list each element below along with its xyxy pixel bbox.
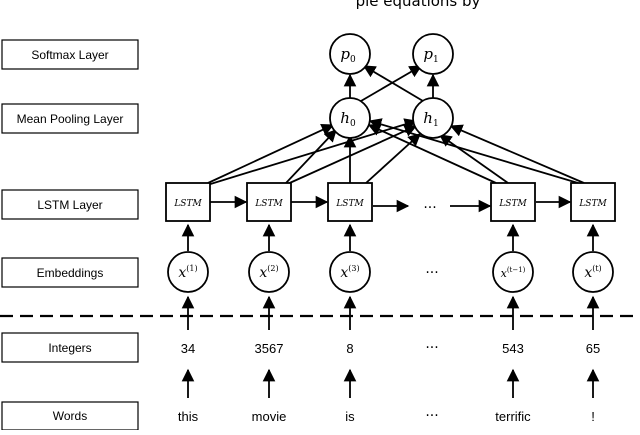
word-token: movie — [252, 409, 287, 424]
embedding-node-sup: (3) — [348, 264, 359, 273]
pooling-node-h1: h1 — [412, 97, 454, 139]
pooling-node-sub: 0 — [350, 119, 356, 129]
layer-label-integers: Integers — [48, 341, 91, 355]
softmax-node-sub: 0 — [350, 55, 356, 65]
lstm-cell-label: LSTM — [173, 199, 202, 209]
softmax-node-base: p — [423, 45, 433, 63]
svg-text:p0: p0 — [340, 45, 356, 65]
integer-ellipsis: ··· — [425, 340, 438, 356]
word-ellipsis: ··· — [425, 408, 438, 424]
embedding-node-5: x(t) — [572, 251, 614, 293]
pooling-nodes: h0 h1 — [329, 97, 454, 139]
layer-box-integers: Integers — [1, 332, 139, 363]
word-row: this movie is ··· terrific ! — [178, 408, 595, 424]
integer-value: 8 — [346, 341, 353, 356]
softmax-node-p1: p1 — [412, 33, 454, 75]
layer-box-softmax: Softmax Layer — [1, 39, 139, 70]
embedding-node-base: x — [340, 265, 348, 281]
lstm-cell-label: LSTM — [254, 199, 283, 209]
layer-box-lstm: LSTM Layer — [1, 189, 139, 220]
lstm-cell-2: LSTM — [246, 182, 292, 222]
lstm-cell-label: LSTM — [578, 199, 607, 209]
word-token: this — [178, 409, 199, 424]
arrow-lstm4-to-h1 — [438, 134, 509, 184]
embedding-node-base: x — [501, 267, 508, 280]
embedding-node-sup: (t−1) — [507, 266, 526, 274]
layer-labels: Softmax Layer Mean Pooling Layer LSTM La… — [1, 39, 139, 431]
softmax-node-sub: 1 — [433, 55, 439, 65]
integer-value: 34 — [181, 341, 195, 356]
lstm-cell-label: LSTM — [498, 199, 527, 209]
embedding-node-sup: (2) — [267, 264, 278, 273]
softmax-node-base: p — [340, 45, 350, 63]
svg-text:p1: p1 — [423, 45, 438, 65]
svg-text:x(t−1): x(t−1) — [501, 266, 526, 280]
layer-box-pooling: Mean Pooling Layer — [1, 103, 139, 134]
layer-label-softmax: Softmax Layer — [31, 48, 108, 62]
arrow-h0-to-p1 — [360, 65, 423, 102]
svg-text:x(1): x(1) — [178, 264, 197, 281]
connection-arrows — [181, 65, 600, 398]
svg-text:x(2): x(2) — [259, 264, 278, 281]
word-token: is — [345, 409, 355, 424]
pooling-node-base: h — [423, 109, 433, 127]
top-cut-text: ple equations by — [356, 0, 481, 10]
word-token: ! — [591, 409, 595, 424]
svg-text:x(3): x(3) — [340, 264, 359, 281]
arrow-lstm3-to-h1 — [365, 133, 421, 184]
pooling-node-h0: h0 — [329, 97, 371, 139]
embedding-nodes: x(1) x(2) x(3) x(t−1) x(t) · — [167, 251, 614, 293]
layer-label-embeddings: Embeddings — [37, 266, 104, 280]
arrow-lstm1-to-h0 — [207, 124, 335, 184]
integer-value: 3567 — [255, 341, 284, 356]
layer-label-words: Words — [53, 409, 87, 423]
lstm-cell-label: LSTM — [335, 199, 364, 209]
lstm-cell-3: LSTM — [327, 182, 373, 222]
arrow-lstm1-to-h1 — [203, 118, 418, 187]
embedding-ellipsis: ··· — [425, 265, 438, 281]
arrow-lstm4-to-h0 — [367, 123, 497, 184]
arrow-lstm5-to-h1 — [449, 124, 585, 184]
embedding-node-sup: (1) — [186, 264, 197, 273]
arrow-h1-to-p0 — [362, 65, 424, 102]
softmax-node-p0: p0 — [329, 33, 371, 75]
arrow-lstm2-to-h1 — [282, 124, 418, 187]
integer-value: 543 — [502, 341, 524, 356]
layer-label-lstm: LSTM Layer — [37, 198, 102, 212]
lstm-cell-1: LSTM — [165, 182, 211, 222]
pooling-node-sub: 1 — [433, 119, 439, 129]
integer-value: 65 — [586, 341, 600, 356]
embedding-node-base: x — [584, 265, 592, 281]
embedding-node-sup: (t) — [592, 264, 601, 273]
svg-text:h0: h0 — [340, 109, 356, 129]
word-token: terrific — [495, 409, 531, 424]
lstm-cell-4: LSTM — [490, 182, 536, 222]
softmax-nodes: p0 p1 — [329, 33, 454, 75]
layer-box-embeddings: Embeddings — [1, 257, 139, 288]
layer-box-words: Words — [1, 401, 139, 431]
embedding-node-base: x — [259, 265, 267, 281]
embedding-node-1: x(1) — [167, 251, 209, 293]
embedding-node-2: x(2) — [248, 251, 290, 293]
lstm-ellipsis: ··· — [423, 200, 436, 216]
svg-text:h1: h1 — [423, 109, 438, 129]
arrow-lstm2-to-h0 — [285, 129, 337, 184]
layer-label-pooling: Mean Pooling Layer — [17, 112, 124, 126]
embedding-node-4: x(t−1) — [492, 251, 534, 293]
pooling-node-base: h — [340, 109, 350, 127]
lstm-cells: LSTM LSTM LSTM LSTM LSTM ··· — [165, 182, 616, 222]
lstm-cell-5: LSTM — [570, 182, 616, 222]
embedding-node-base: x — [178, 265, 186, 281]
svg-text:x(t): x(t) — [584, 264, 601, 281]
embedding-node-3: x(3) — [329, 251, 371, 293]
integer-row: 34 3567 8 ··· 543 65 — [181, 340, 600, 356]
